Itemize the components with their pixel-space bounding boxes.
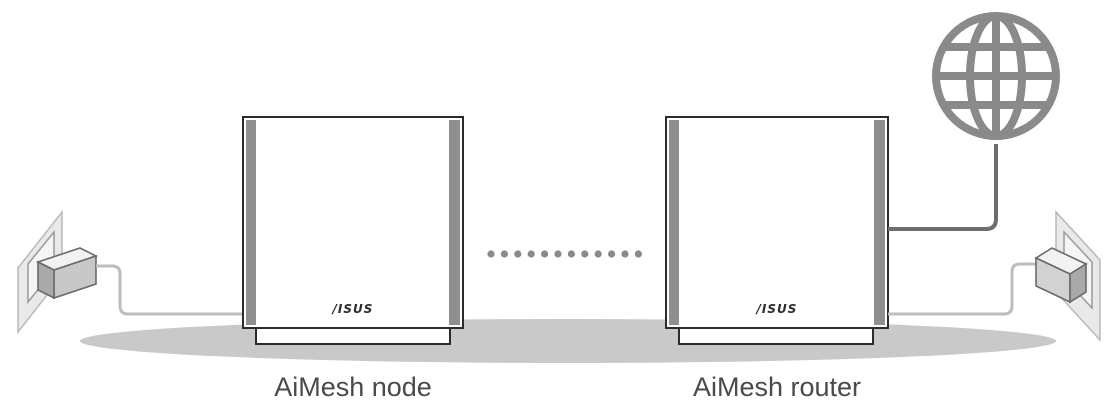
wireless-link-dot [581, 250, 588, 257]
floor-shadow [80, 319, 1056, 363]
node-caption: AiMesh node [274, 372, 432, 403]
wireless-link-dot [568, 250, 575, 257]
left-power-cable [96, 266, 243, 314]
wireless-link-dot [514, 250, 521, 257]
node-brand-logo: /ISUS [331, 302, 374, 316]
right-power-cable [888, 264, 1036, 314]
wireless-link-dot [621, 250, 628, 257]
wireless-link-dot [595, 250, 602, 257]
aimesh-node-device: /ISUS [243, 117, 463, 344]
wireless-link-dot [501, 250, 508, 257]
globe-icon [936, 16, 1056, 136]
internet-cable [888, 144, 996, 229]
wireless-link-dot [487, 250, 494, 257]
wireless-link-dot [541, 250, 548, 257]
wireless-link-dot [608, 250, 615, 257]
wireless-link-dot [635, 250, 642, 257]
router-caption: AiMesh router [693, 372, 861, 403]
wireless-link-dot [554, 250, 561, 257]
wireless-link-icon [487, 250, 642, 257]
aimesh-router-device: /ISUS [666, 117, 888, 344]
router-brand-logo: /ISUS [755, 302, 798, 316]
wireless-link-dot [528, 250, 535, 257]
